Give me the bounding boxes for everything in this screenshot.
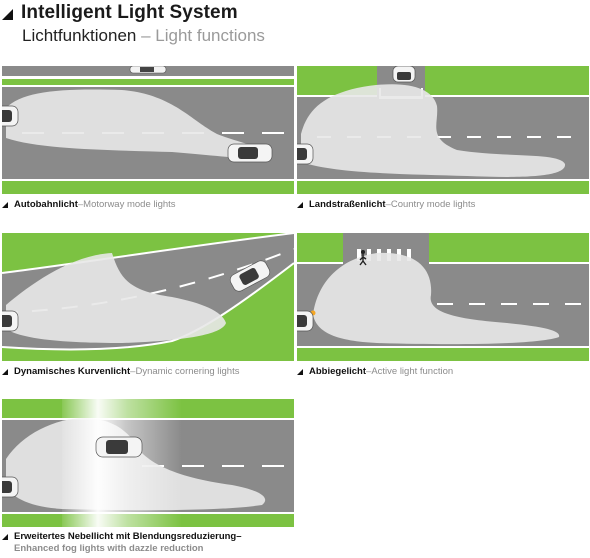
- country-illustration: [297, 66, 589, 194]
- caption-motorway: Autobahnlicht – Motorway mode lights: [2, 199, 176, 211]
- car-icon: [2, 310, 19, 332]
- caption-country: Landstraßenlicht – Country mode lights: [297, 199, 475, 211]
- title-triangle-icon: [2, 8, 13, 20]
- page-subtitle: Lichtfunktionen – Light functions: [22, 26, 265, 46]
- caption-triangle-icon: [2, 369, 8, 375]
- panel-country: [297, 66, 589, 194]
- car-icon: [297, 310, 314, 332]
- page-title: Intelligent Light System: [21, 2, 238, 23]
- caption-cornering: Dynamisches Kurvenlicht – Dynamic corner…: [2, 366, 239, 378]
- cornering-illustration: [2, 233, 294, 361]
- caption-triangle-icon: [2, 534, 8, 540]
- car-icon: [95, 436, 143, 458]
- header: Intelligent Light System Lichtfunktionen…: [2, 2, 265, 46]
- title-row: Intelligent Light System: [2, 2, 265, 24]
- caption-turning: Abbiegelicht – Active light function: [297, 366, 453, 378]
- turning-illustration: [297, 233, 589, 361]
- car-icon: [229, 260, 271, 292]
- car-icon: [297, 143, 314, 165]
- panel-fog: [2, 399, 294, 527]
- pedestrian-icon: [359, 250, 367, 266]
- caption-triangle-icon: [297, 202, 303, 208]
- subtitle-separator: –: [136, 26, 156, 45]
- car-icon: [392, 66, 416, 83]
- caption-fog: Erweitertes Nebellicht mit Blendungsredu…: [2, 531, 294, 555]
- subtitle-german: Lichtfunktionen: [22, 26, 137, 45]
- car-icon: [129, 66, 167, 74]
- caption-triangle-icon: [297, 369, 303, 375]
- panel-motorway: [2, 66, 294, 194]
- caption-triangle-icon: [2, 202, 8, 208]
- fog-illustration: [2, 399, 294, 527]
- motorway-illustration: [2, 66, 294, 194]
- subtitle-english: Light functions: [155, 26, 265, 45]
- car-icon: [227, 143, 273, 163]
- car-icon: [2, 105, 19, 127]
- car-icon: [2, 476, 19, 498]
- panel-turning: [297, 233, 589, 361]
- panel-cornering: [2, 233, 294, 361]
